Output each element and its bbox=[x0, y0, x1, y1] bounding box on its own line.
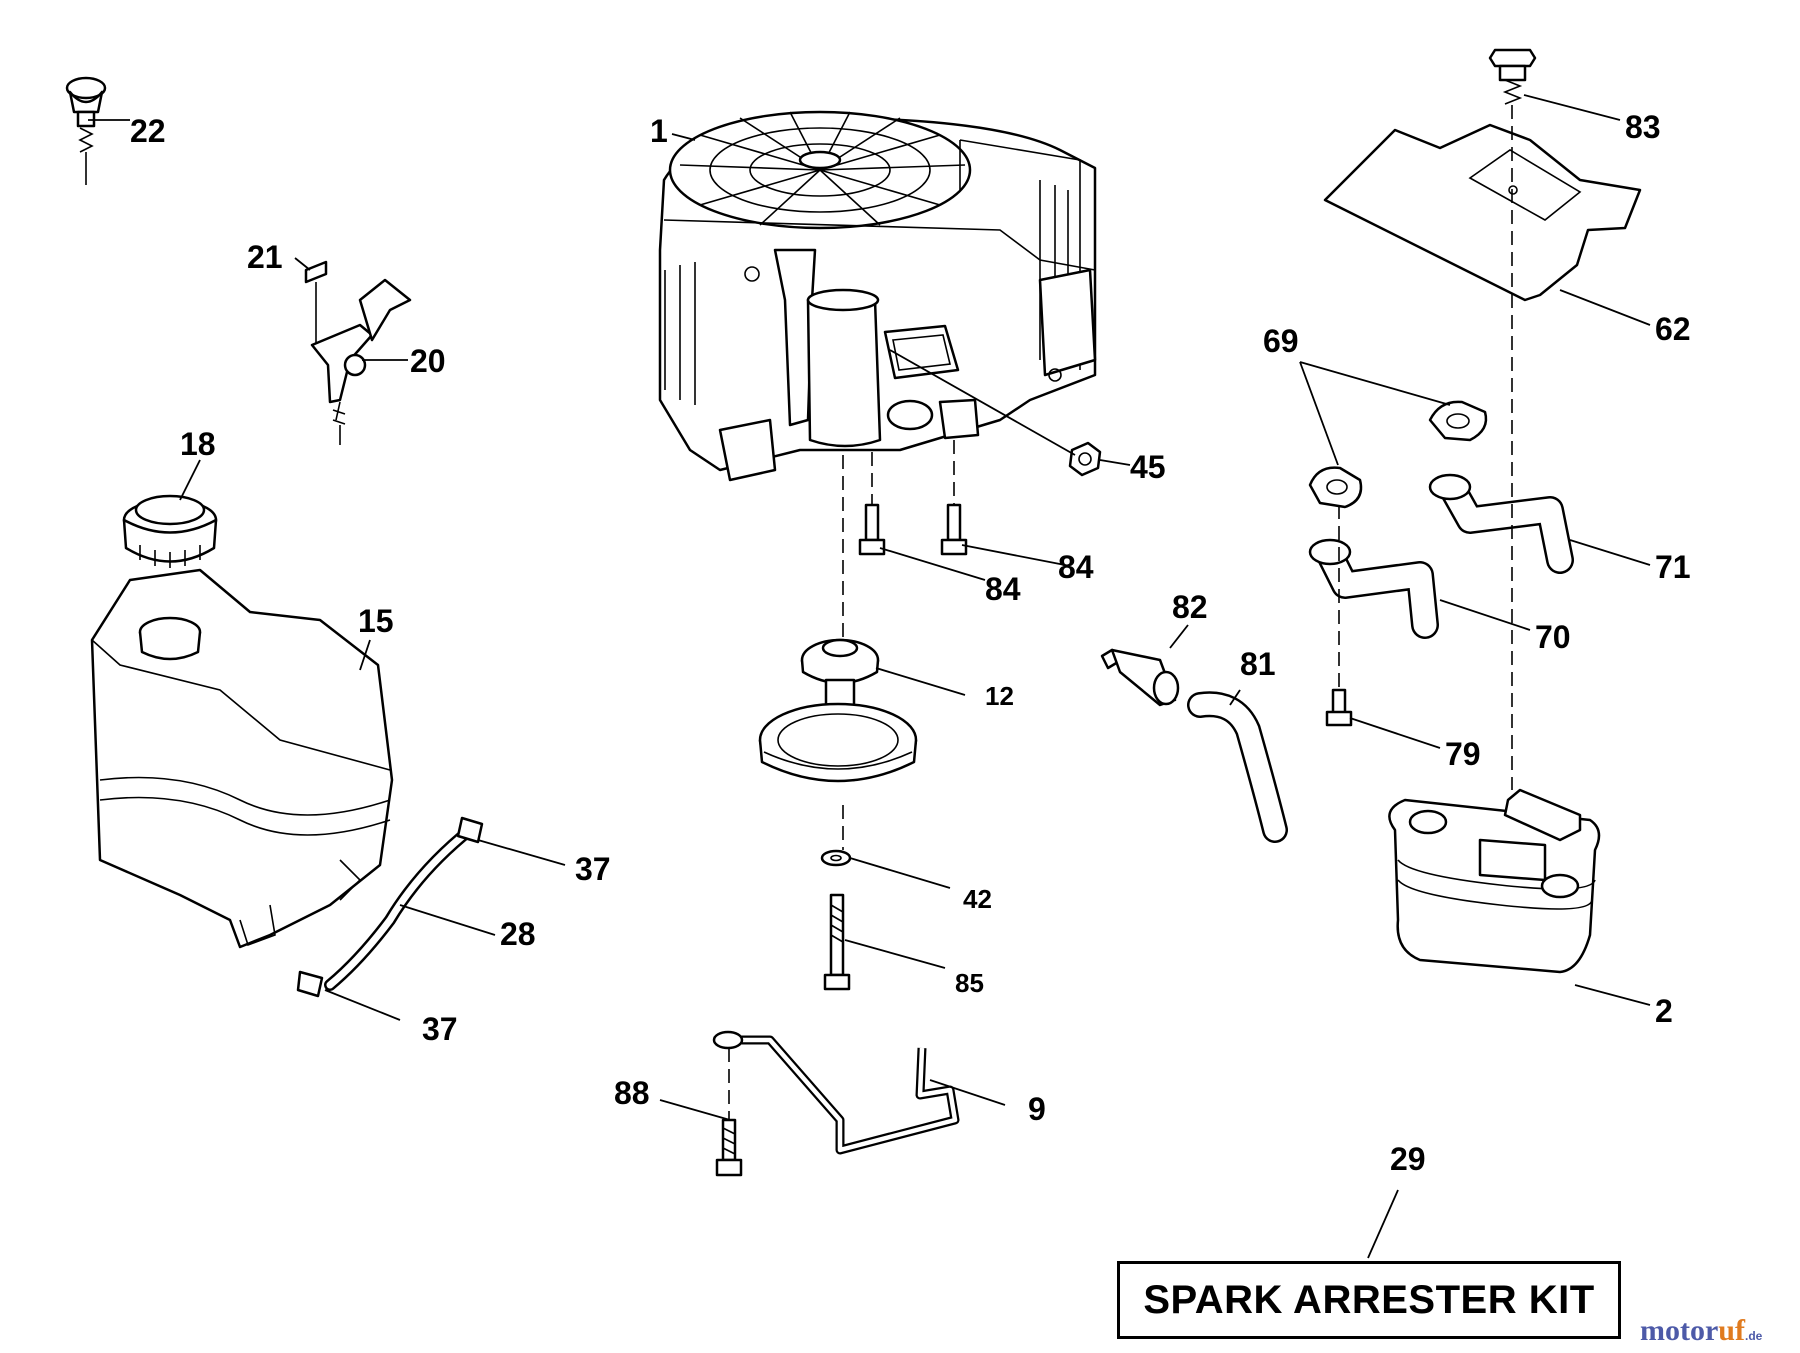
label-42: 42 bbox=[963, 884, 992, 914]
rod-bolt-part bbox=[715, 1118, 743, 1177]
watermark-text-a: motor bbox=[1640, 1314, 1719, 1347]
label-45: 45 bbox=[1130, 449, 1166, 485]
label-81: 81 bbox=[1240, 646, 1276, 682]
spark-arrester-kit-box: SPARK ARRESTER KIT bbox=[1117, 1261, 1621, 1339]
hose-part bbox=[1187, 691, 1288, 843]
rod-part bbox=[712, 1030, 960, 1155]
fuel-filter-part bbox=[1100, 648, 1180, 707]
label-88: 88 bbox=[614, 1075, 650, 1111]
exhaust-gasket-part bbox=[1308, 400, 1488, 509]
label-82: 82 bbox=[1172, 589, 1208, 625]
muffler-bolt-part bbox=[1325, 688, 1353, 727]
engine-bolts-part bbox=[858, 503, 968, 556]
label-37-top: 37 bbox=[575, 851, 611, 887]
label-29: 29 bbox=[1390, 1141, 1426, 1177]
fuel-tank-part bbox=[90, 568, 394, 949]
fuel-cap-part bbox=[122, 494, 218, 568]
heat-shield-part bbox=[1323, 123, 1642, 302]
watermark-logo: motoruf.de bbox=[1640, 1314, 1762, 1348]
label-28: 28 bbox=[500, 916, 536, 952]
label-85: 85 bbox=[955, 968, 984, 998]
label-71: 71 bbox=[1655, 549, 1691, 585]
muffler-part bbox=[1388, 788, 1601, 974]
label-79: 79 bbox=[1445, 736, 1481, 772]
label-84-right: 84 bbox=[1058, 549, 1094, 585]
dipstick-knob-part bbox=[65, 76, 107, 185]
pulley-bolt-part bbox=[823, 893, 851, 991]
label-22: 22 bbox=[130, 113, 166, 149]
label-21: 21 bbox=[247, 239, 283, 275]
label-1: 1 bbox=[650, 113, 668, 149]
leader-lines bbox=[88, 94, 1651, 1259]
engine-part bbox=[658, 110, 1097, 482]
label-20: 20 bbox=[410, 343, 446, 379]
label-37-bottom: 37 bbox=[422, 1011, 458, 1047]
label-9: 9 bbox=[1028, 1091, 1046, 1127]
spark-arrester-kit-label: SPARK ARRESTER KIT bbox=[1143, 1277, 1595, 1322]
label-15: 15 bbox=[358, 603, 394, 639]
part-labels: 22 1 21 20 18 15 37 28 37 45 84 84 12 42… bbox=[130, 109, 1691, 1177]
watermark-suffix: .de bbox=[1744, 1329, 1763, 1343]
exhaust-pipe-part bbox=[1308, 473, 1574, 639]
label-84-left: 84 bbox=[985, 571, 1021, 607]
label-70: 70 bbox=[1535, 619, 1571, 655]
throttle-bracket-part bbox=[304, 260, 412, 445]
label-12: 12 bbox=[985, 681, 1014, 711]
watermark-text-b: uf bbox=[1718, 1314, 1745, 1347]
label-18: 18 bbox=[180, 426, 216, 462]
shield-screw-part bbox=[1488, 48, 1537, 105]
fuel-line-part bbox=[296, 816, 484, 998]
washer-part bbox=[820, 849, 852, 867]
label-69: 69 bbox=[1263, 323, 1299, 359]
label-2: 2 bbox=[1655, 993, 1673, 1029]
nut-part bbox=[1068, 441, 1102, 477]
pulley-part bbox=[758, 638, 918, 783]
label-83: 83 bbox=[1625, 109, 1661, 145]
label-62: 62 bbox=[1655, 311, 1691, 347]
